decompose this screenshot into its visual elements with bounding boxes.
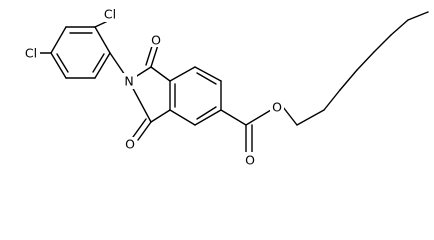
- oxygen-atom-label: O: [151, 33, 161, 48]
- bond: [132, 118, 147, 138]
- chlorine-atom-label: Cl: [25, 46, 37, 61]
- bond: [169, 66, 196, 82]
- carbonyl-oxygen-atom-label: O: [245, 153, 255, 168]
- nitrogen-atom-label: N: [124, 74, 133, 89]
- molecule-structure: Cl Cl N O O O O: [22, 6, 429, 168]
- oxygen-atom-label: O: [125, 137, 135, 152]
- chlorine-atom-label: Cl: [104, 7, 116, 22]
- bond: [150, 109, 171, 123]
- bond: [150, 44, 159, 68]
- bond: [196, 106, 217, 120]
- bond: [137, 121, 152, 141]
- atom-labels: Cl Cl N O O O O: [22, 6, 284, 168]
- bond: [245, 109, 272, 126]
- bond: [94, 26, 111, 54]
- bond: [390, 19, 409, 36]
- bond: [296, 109, 325, 126]
- bond: [50, 52, 67, 79]
- ester-oxygen-atom-label: O: [272, 100, 282, 115]
- bond: [50, 26, 67, 54]
- bond: [356, 51, 375, 71]
- bond: [373, 34, 392, 53]
- bond: [194, 109, 222, 126]
- bond: [94, 52, 111, 79]
- bond: [323, 89, 341, 111]
- bond: [407, 11, 429, 21]
- bond: [92, 53, 105, 73]
- bond: [56, 53, 69, 73]
- bond: [169, 109, 196, 126]
- bonds: [35, 11, 429, 153]
- bond: [196, 72, 217, 85]
- bond: [339, 69, 358, 91]
- bond: [220, 109, 247, 126]
- bond: [150, 66, 171, 82]
- bond: [194, 66, 222, 82]
- bond: [282, 106, 298, 126]
